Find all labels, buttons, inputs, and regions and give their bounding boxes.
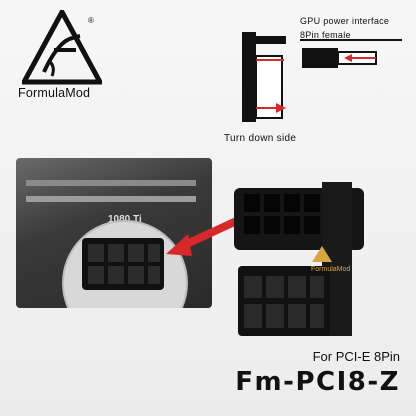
gpu-photo: 1080 Ti xyxy=(16,158,212,308)
brand-block: ® FormulaMod xyxy=(14,10,124,110)
adapter-brand-text: FormulaMod xyxy=(311,266,351,273)
arrow-right-icon xyxy=(276,103,286,113)
product-code: Fm-PCI8-Z xyxy=(235,367,400,397)
gpu-stripe xyxy=(26,196,196,202)
registered-mark: ® xyxy=(88,16,94,25)
red-arrow-head-icon xyxy=(166,234,192,256)
interface-title: GPU power interface xyxy=(300,16,390,26)
product-line: For PCI-E 8Pin xyxy=(312,349,400,364)
gpu-stripe xyxy=(26,180,196,186)
interface-subtitle: 8Pin female xyxy=(300,30,351,40)
gpu-mark: 1080 Ti xyxy=(108,214,142,230)
formulamod-logo-icon xyxy=(22,10,102,85)
brand-name: FormulaMod xyxy=(18,86,91,100)
female-connector-icon xyxy=(302,48,338,68)
turn-connector-top xyxy=(256,36,286,44)
turn-connector-body xyxy=(242,32,256,122)
turn-down-side-label: Turn down side xyxy=(224,133,297,144)
adapter-logo-icon xyxy=(312,246,332,262)
arrow-left-icon xyxy=(344,54,352,62)
